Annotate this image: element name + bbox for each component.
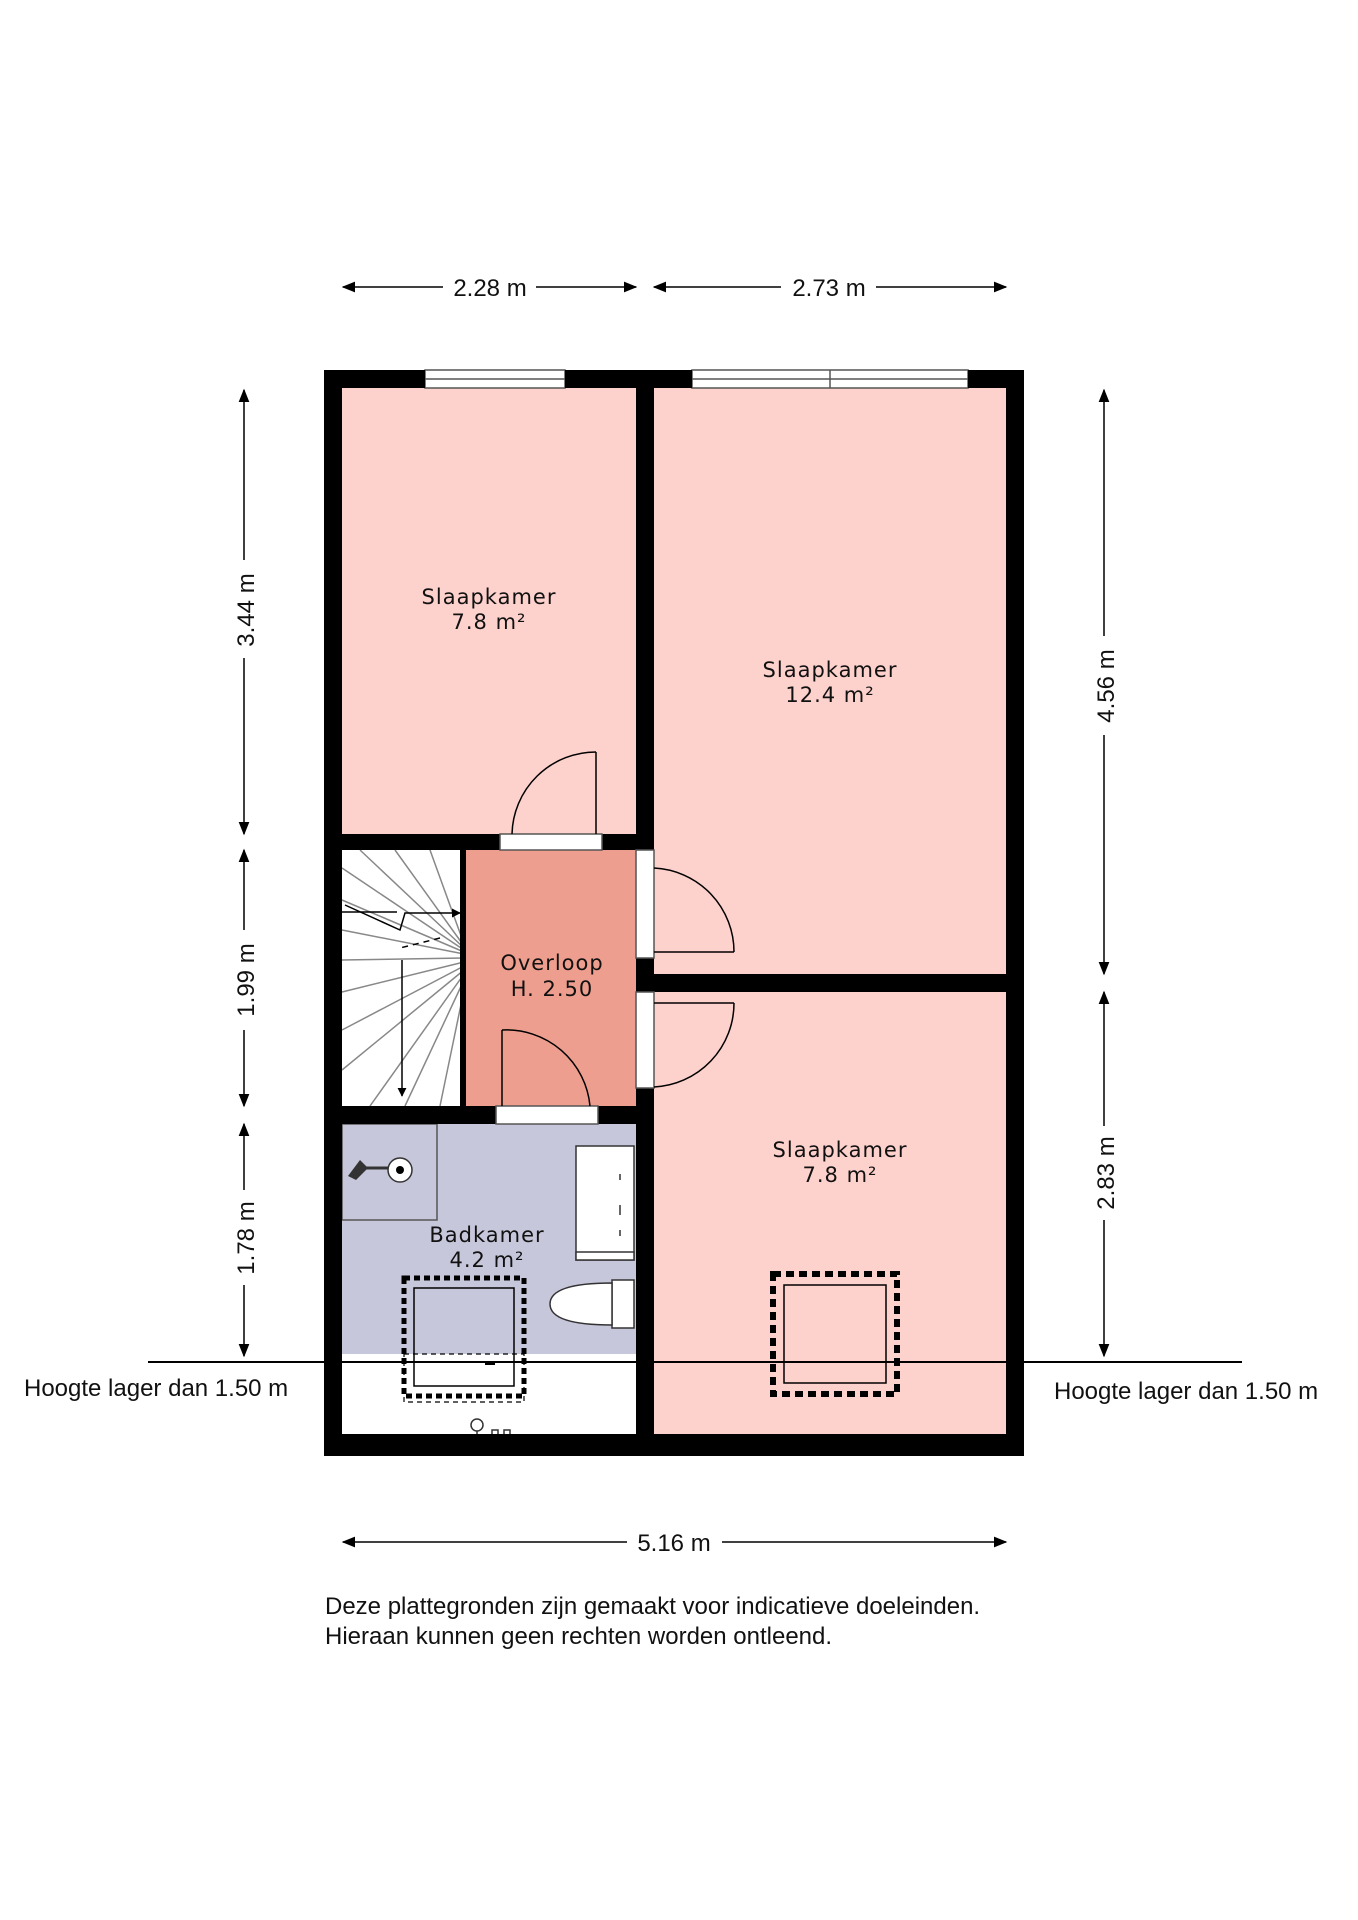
bedroom-top-right-floor [654, 388, 1006, 974]
room-name-bedroom-top-right: Slaapkamer [763, 658, 898, 682]
stair-floor [342, 850, 464, 1106]
room-name-bedroom-top-left: Slaapkamer [422, 585, 557, 609]
stairs-direction-arrows [344, 904, 461, 1097]
bathtub-outline [401, 1275, 527, 1403]
dim-top-left: 2.28 m [453, 275, 526, 302]
height-note-left: Hoogte lager dan 1.50 m [24, 1375, 288, 1402]
dim-left-lower: 1.78 m [233, 1201, 260, 1274]
room-name-bathroom: Badkamer [429, 1223, 544, 1247]
skylight-icon [770, 1271, 900, 1397]
window-bedroom-top-left [424, 369, 566, 389]
room-area-bathroom: 4.2 m² [450, 1248, 525, 1272]
height-note-right: Hoogte lager dan 1.50 m [1054, 1378, 1318, 1405]
room-area-landing: H. 2.50 [511, 977, 594, 1001]
room-area-bedroom-top-right: 12.4 m² [785, 683, 874, 707]
vanity-icon [575, 1145, 635, 1261]
dim-left-middle: 1.99 m [233, 943, 260, 1016]
landing-floor [464, 850, 636, 1106]
toilet-icon [549, 1279, 635, 1329]
room-area-bedroom-bottom-right: 7.8 m² [803, 1163, 878, 1187]
stairs-icon [341, 849, 465, 1107]
bedroom-bottom-right-floor [654, 992, 1006, 1434]
door-frames [495, 833, 655, 1125]
room-name-bedroom-bottom-right: Slaapkamer [773, 1138, 908, 1162]
dim-right-lower: 2.83 m [1093, 1136, 1120, 1209]
walls [324, 370, 1024, 1456]
door-swings [501, 751, 735, 1107]
dim-right-upper: 4.56 m [1093, 649, 1120, 722]
dim-left-upper: 3.44 m [233, 573, 260, 646]
dim-bottom: 5.16 m [637, 1530, 710, 1557]
disclaimer-line-2: Hieraan kunnen geen rechten worden ontle… [325, 1623, 832, 1650]
room-area-bedroom-top-left: 7.8 m² [452, 610, 527, 634]
window-bedroom-top-right [691, 369, 969, 389]
dimension-lines [238, 281, 1110, 1548]
room-name-landing: Overloop [500, 951, 603, 975]
bedroom-top-left-floor [342, 388, 636, 834]
shower-icon [341, 1123, 438, 1221]
disclaimer-line-1: Deze plattegronden zijn gemaakt voor ind… [325, 1593, 980, 1620]
dim-top-right: 2.73 m [792, 275, 865, 302]
